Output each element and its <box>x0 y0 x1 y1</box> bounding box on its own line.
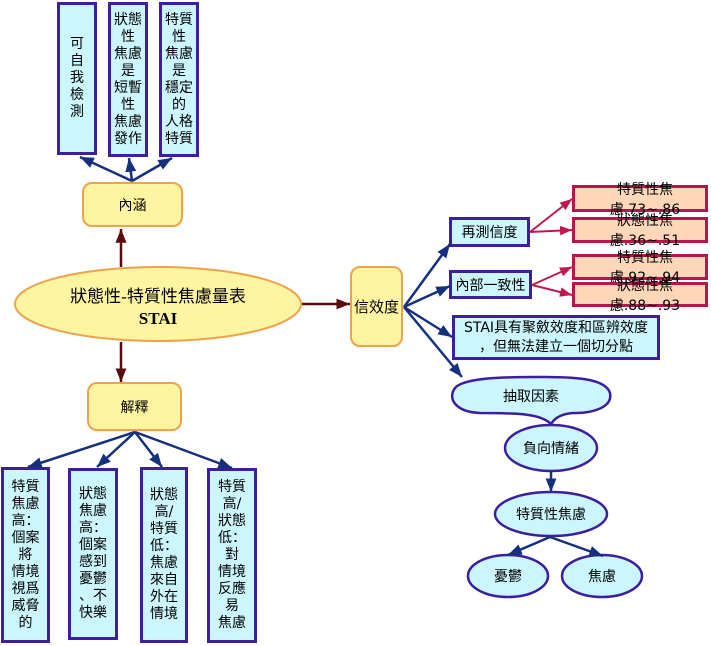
factor-extraction-cloud[interactable] <box>450 375 612 426</box>
test-retest-node[interactable]: 再測信度 <box>449 217 530 247</box>
internal-consistency-state-result[interactable]: 狀態性焦慮.88~.93 <box>572 278 708 314</box>
test-retest-trait-result[interactable]: 特質性焦慮.73~.86 <box>572 182 708 218</box>
internal-consistency-node[interactable]: 內部一致性 <box>449 270 532 299</box>
connotation-item-3[interactable]: 特質 性 焦慮 是 穩定 的 人格 特質 <box>159 2 199 157</box>
connotation-node[interactable]: 內涵 <box>82 182 183 227</box>
anxiety-label: 焦慮 <box>588 569 616 585</box>
interpretation-node[interactable]: 解釋 <box>87 382 182 431</box>
interpretation-item-1[interactable]: 特質 焦慮 高： 個案 將 情境 視爲 威脅 的 <box>1 467 50 643</box>
center-title: 狀態性-特質性焦慮量表 <box>70 287 246 306</box>
center-subtitle: STAI <box>139 309 178 328</box>
interpretation-item-3[interactable]: 狀態 高/ 特質 低： 焦慮 來自 外在 情境 <box>140 467 188 643</box>
connotation-item-2[interactable]: 狀態 性 焦慮 是 短暫 性 焦慮 發作 <box>108 2 148 157</box>
depression-label: 憂鬱 <box>494 569 522 585</box>
reliability-validity-node[interactable]: 信效度 <box>350 266 403 347</box>
validity-note-node[interactable]: STAI具有聚斂效度和區辨效度 ，但無法建立一個切分點 <box>452 315 660 360</box>
test-retest-state-result[interactable]: 狀態性焦慮.36~.51 <box>572 213 708 249</box>
interpretation-item-4[interactable]: 特質 高/ 狀態 低： 對 情境 反應 易 焦慮 <box>207 468 257 643</box>
factor-extraction-label: 抽取因素 <box>503 389 559 405</box>
interpretation-item-2[interactable]: 狀態 焦慮 高： 個案 感到 憂鬱 、不 快樂 <box>68 468 118 640</box>
negative-emotion-label: 負向情緒 <box>523 441 579 457</box>
connotation-item-1[interactable]: 可 自 我 檢 測 <box>57 2 97 155</box>
trait-anxiety-label: 特質性焦慮 <box>516 507 586 523</box>
center-ellipse[interactable] <box>14 266 302 342</box>
